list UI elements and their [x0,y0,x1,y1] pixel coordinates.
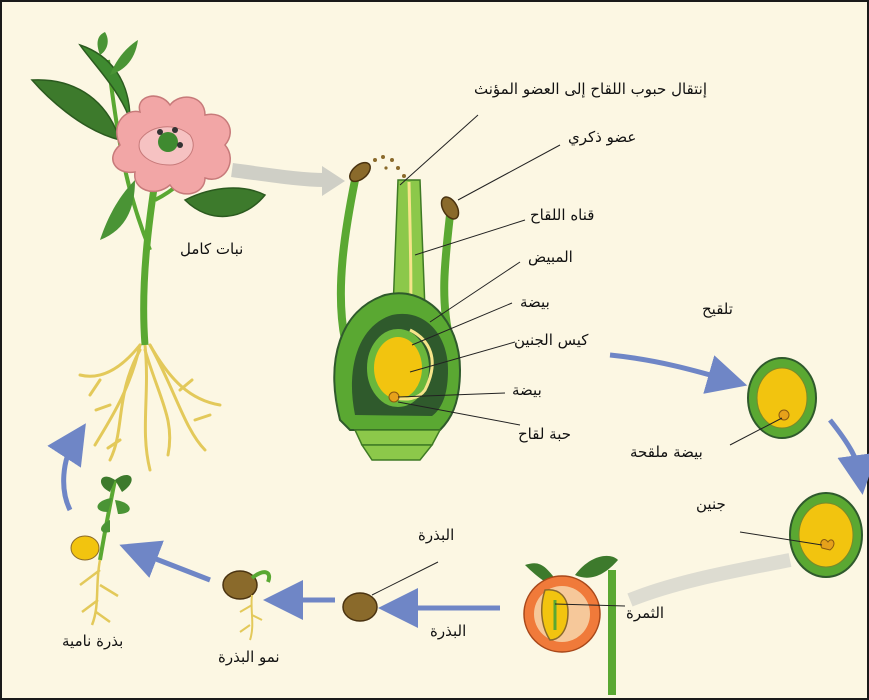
pistil-cross-section-icon [334,155,462,460]
blue-arrow [830,420,860,475]
label-fertilization: تلقيح [702,302,733,317]
label-male-organ: عضو ذكري [568,130,636,145]
sprouting-seed-icon [223,571,269,640]
seed-icon [343,593,377,621]
germinating-seed-icon [71,475,132,625]
label-seed-top: البذرة [418,528,454,543]
flower-icon [113,96,230,194]
blue-arrow [64,440,75,510]
grey-arrow [232,170,325,180]
label-whole-plant: نبات كامل [180,242,243,257]
label-embryo-sac: كيس الجنين [514,333,588,348]
label-embryo: جنين [696,497,726,512]
label-egg-1: بيضة [520,295,550,310]
label-egg-2: بيضة [512,383,542,398]
label-ovary: المبيض [528,250,573,265]
blue-arrow [138,552,210,580]
fertilized-ovule-icon [748,358,816,438]
label-pollen-tube: قناه اللقاح [530,208,594,223]
label-germinating-seed: بذرة نامية [62,634,123,649]
label-fertilized-egg: بيضة ملقحة [630,445,703,460]
label-seedling-growth: نمو البذرة [218,650,280,665]
blue-arrow [610,355,728,380]
label-pollen-transfer: إنتقال حبوب اللقاح إلى العضو المؤنث [474,82,707,97]
embryo-ovule-icon [790,493,862,577]
fruit-icon [524,556,618,695]
label-fruit: الثمرة [626,606,664,621]
label-seed-bottom: البذرة [430,624,466,639]
label-pollen-grain: حبة لقاح [518,427,571,442]
